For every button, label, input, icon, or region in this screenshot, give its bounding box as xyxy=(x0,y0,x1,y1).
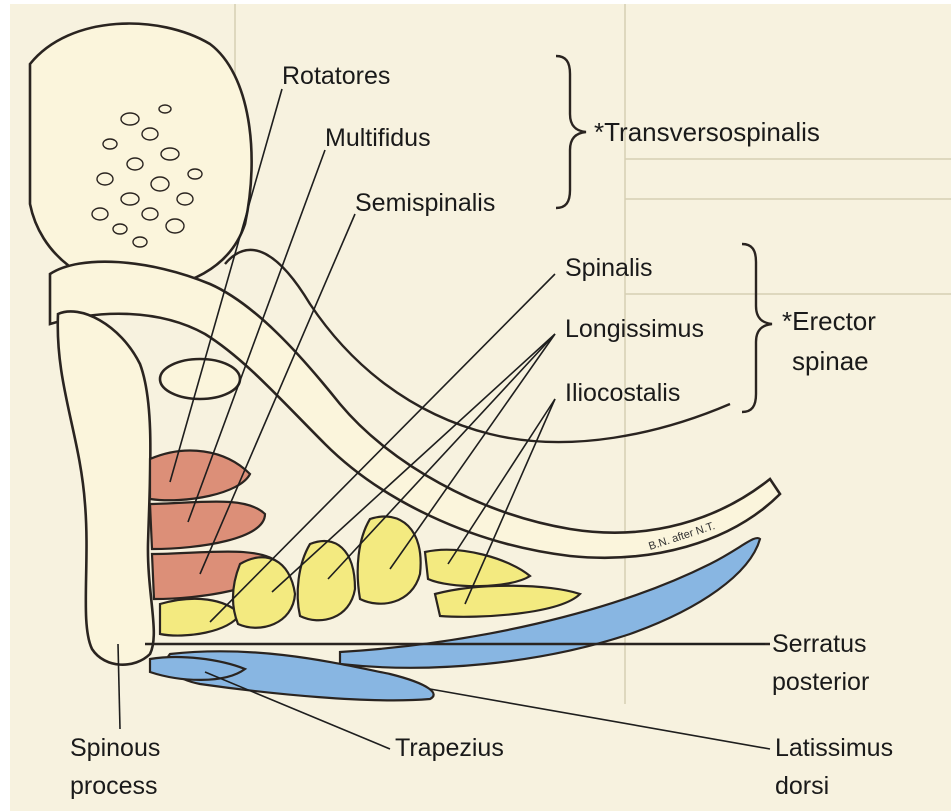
iliocostalis-muscle-c xyxy=(435,586,580,617)
label-multifidus: Multifidus xyxy=(325,124,431,152)
label-serratus-line2: posterior xyxy=(772,668,869,696)
label-transversospinalis: *Transversospinalis xyxy=(594,117,820,147)
iliocostalis-muscle-a xyxy=(358,516,421,603)
vertebral-body xyxy=(30,24,252,289)
label-latissimus-line2: dorsi xyxy=(775,772,829,800)
label-erector-line1: *Erector xyxy=(782,306,876,336)
iliocostalis-muscle-b xyxy=(425,550,530,586)
longissimus-muscle-b xyxy=(298,541,355,620)
multifidus-muscle xyxy=(150,502,265,550)
bracket-transversospinalis xyxy=(556,56,586,208)
label-longissimus: Longissimus xyxy=(565,315,704,343)
back-muscles-diagram: B.N. after N.T. xyxy=(10,4,951,811)
label-rotatores: Rotatores xyxy=(282,62,390,90)
bracket-erector-spinae xyxy=(742,244,772,412)
label-latissimus-line1: Latissimus xyxy=(775,734,893,762)
label-trapezius: Trapezius xyxy=(395,734,504,762)
label-erector-line2: spinae xyxy=(792,346,869,376)
label-semispinalis: Semispinalis xyxy=(355,189,495,217)
label-spinous-line1: Spinous xyxy=(70,734,160,762)
label-serratus-line1: Serratus xyxy=(772,630,866,658)
diagram-canvas: B.N. after N.T. xyxy=(10,4,951,811)
label-iliocostalis: Iliocostalis xyxy=(565,379,680,407)
spinous-process xyxy=(58,311,154,664)
label-spinous-line2: process xyxy=(70,772,158,800)
label-spinalis: Spinalis xyxy=(565,254,653,282)
